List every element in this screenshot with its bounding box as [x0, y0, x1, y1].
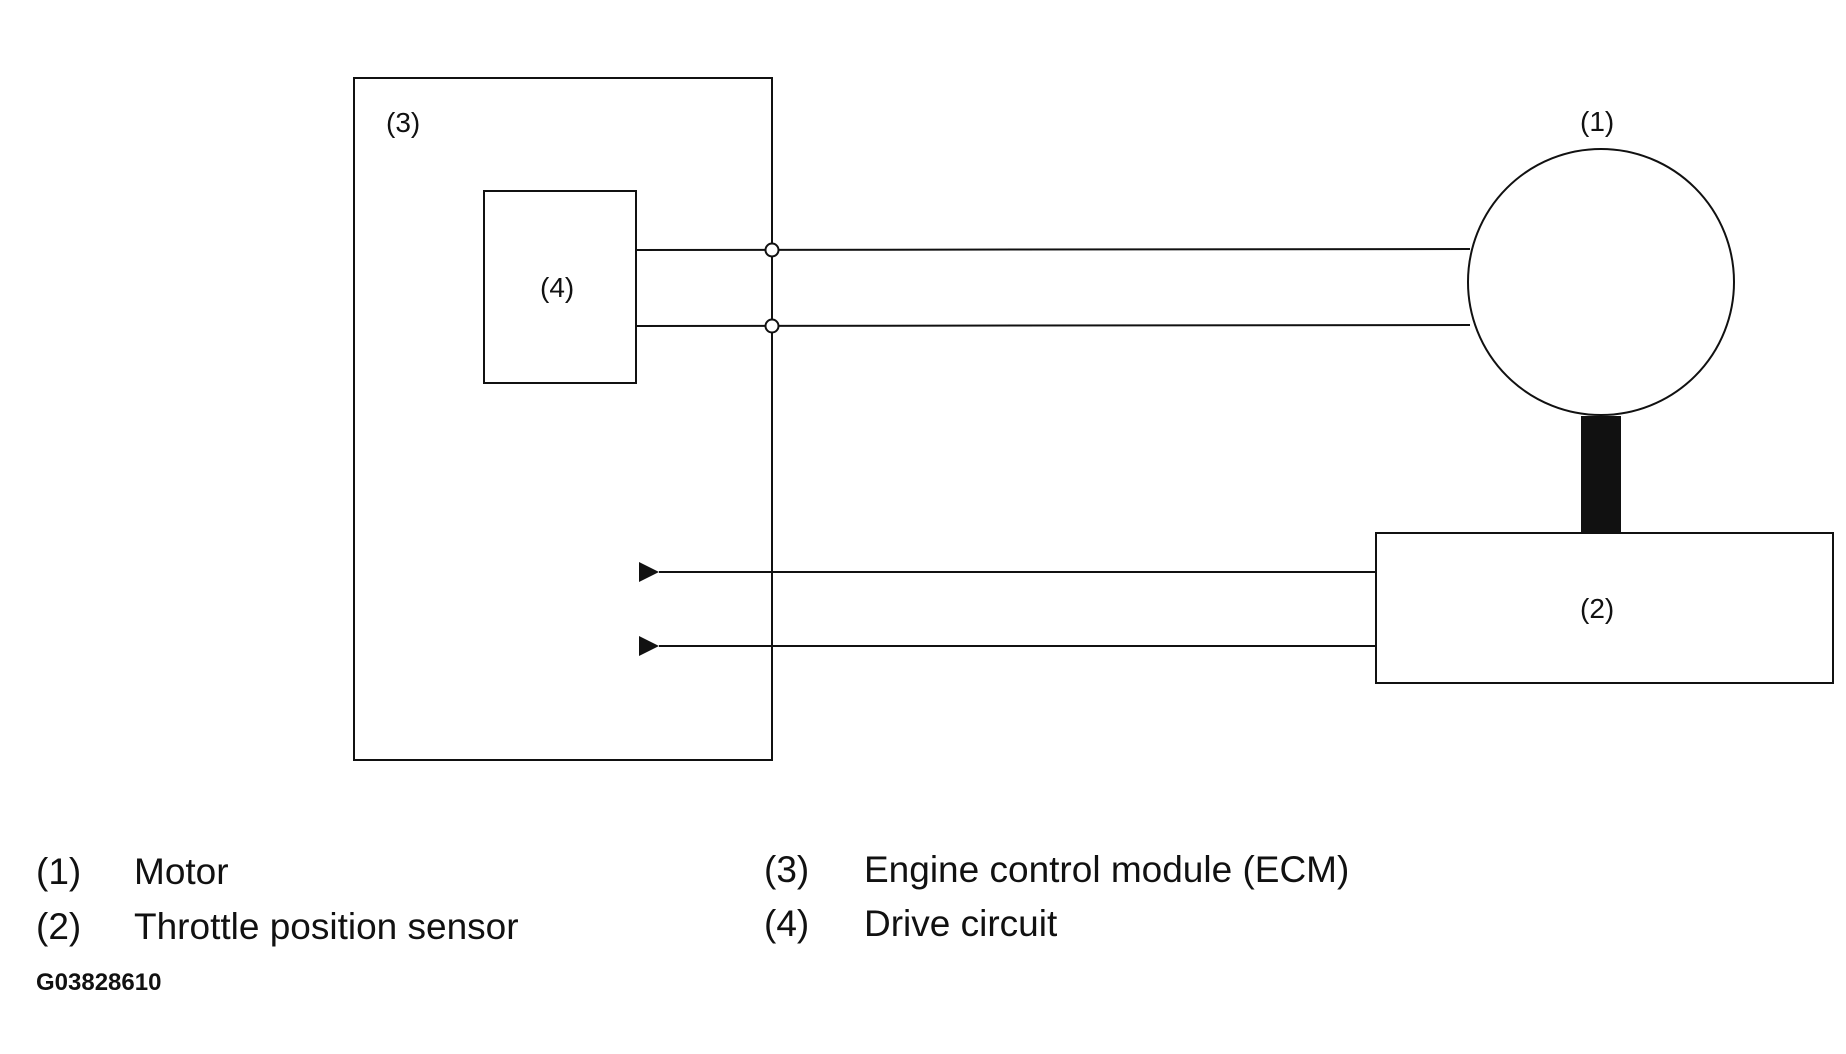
ecm-box	[353, 77, 773, 761]
legend-num-1: (1)	[36, 851, 81, 892]
drive-circuit-box	[483, 190, 637, 384]
legend-text-motor: Motor	[134, 851, 229, 892]
motor-wire-upper	[635, 248, 1471, 251]
drive-circuit-callout: (4)	[540, 272, 574, 303]
connector-terminal-upper	[764, 242, 780, 258]
legend-text-sensor: Throttle position sensor	[134, 906, 519, 947]
figure-code: G03828610	[36, 969, 161, 996]
motor-circle	[1467, 148, 1735, 416]
motor-wire-lower	[635, 324, 1471, 327]
motor-shaft	[1581, 416, 1621, 533]
ecm-callout: (3)	[386, 107, 420, 138]
legend-num-3: (3)	[764, 849, 809, 890]
sensor-box	[1375, 532, 1834, 684]
connector-terminal-lower	[764, 318, 780, 334]
motor-callout: (1)	[1580, 106, 1614, 137]
sensor-callout: (2)	[1580, 593, 1614, 624]
legend-text-drive-circuit: Drive circuit	[864, 903, 1058, 944]
legend-num-2: (2)	[36, 906, 81, 947]
legend-text-ecm: Engine control module (ECM)	[864, 849, 1349, 890]
legend-num-4: (4)	[764, 903, 809, 944]
